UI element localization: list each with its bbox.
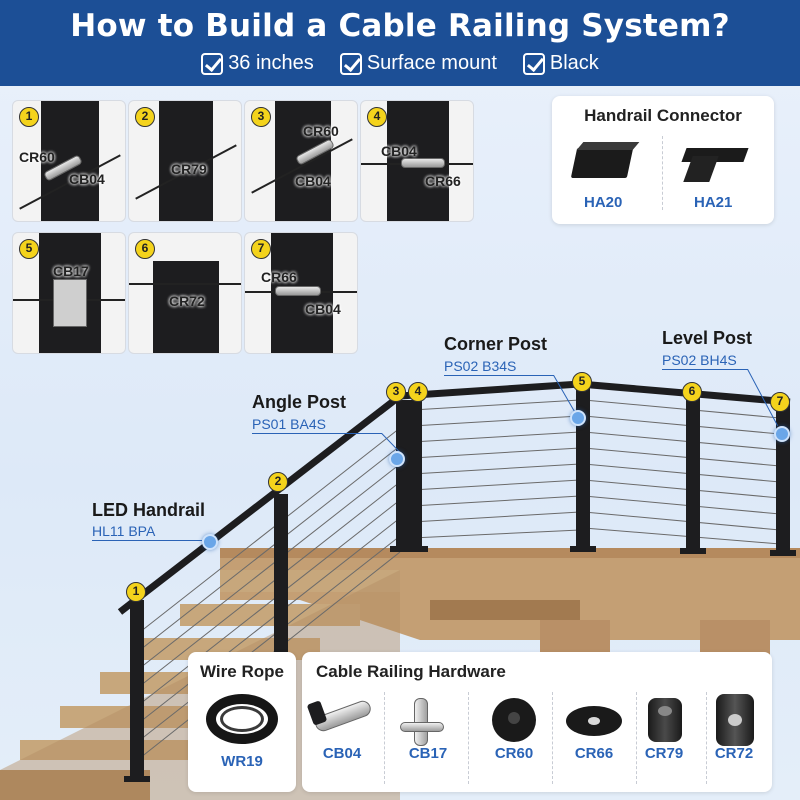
angle-post-title: Angle Post — [252, 392, 347, 412]
post-number-badge: 7 — [770, 392, 790, 412]
part-label: CB04 — [305, 301, 341, 317]
step-number: 2 — [135, 107, 155, 127]
led-handrail-code: HL11 BPA — [92, 523, 156, 539]
corner-post-pin — [570, 410, 586, 426]
step-tile-5: 5 CB17 — [12, 232, 126, 354]
post-number-badge: 3 — [386, 382, 406, 402]
post-number-badge: 2 — [268, 472, 288, 492]
part-label: CR72 — [169, 293, 205, 309]
spec-height: 36 inches — [201, 52, 314, 75]
step-number: 1 — [19, 107, 39, 127]
part-label: CB17 — [53, 263, 89, 279]
hardware-item: CR60 — [478, 688, 550, 788]
spec-mount: Surface mount — [339, 52, 497, 75]
cr79-image — [648, 698, 682, 742]
hardware-item: CR66 — [558, 688, 630, 788]
post-number-badge: 4 — [408, 382, 428, 402]
connector-code: HA21 — [694, 194, 733, 211]
part-label: CR60 — [303, 123, 339, 139]
wire-rope-coil-image — [206, 694, 278, 744]
step-number: 3 — [251, 107, 271, 127]
part-label: CB04 — [295, 173, 331, 189]
post-number-badge: 6 — [682, 382, 702, 402]
hardware-item: CB04 — [306, 688, 378, 788]
angle-post-code: PS01 BA4S — [252, 416, 326, 432]
hardware-item: CB17 — [392, 688, 464, 788]
level-post-title: Level Post — [662, 328, 753, 348]
header-banner: How to Build a Cable Railing System? 36 … — [0, 0, 800, 86]
led-handrail-title: LED Handrail — [92, 500, 206, 520]
step-number: 7 — [251, 239, 271, 259]
check-icon — [339, 52, 362, 75]
part-label: CB04 — [69, 171, 105, 187]
step-tile-4: 4 CB04 CR66 — [360, 100, 474, 222]
step-number: 5 — [19, 239, 39, 259]
handrail-connector-title: Handrail Connector — [584, 106, 742, 125]
angle-post-pin — [389, 451, 405, 467]
step-tile-1: 1 CR60 CB04 — [12, 100, 126, 222]
post-number-badge: 1 — [126, 582, 146, 602]
hardware-item: CR72 — [698, 688, 770, 788]
step-tile-7: 7 CR66 CB04 — [244, 232, 358, 354]
hardware-title: Cable Railing Hardware — [316, 662, 506, 681]
step-tile-3: 3 CR60 CB04 — [244, 100, 358, 222]
post-number-badge: 5 — [572, 372, 592, 392]
part-label: CR66 — [261, 269, 297, 285]
step-tile-6: 6 CR72 — [128, 232, 242, 354]
hardware-panel: Cable Railing Hardware CB04 CB17 CR60 CR… — [302, 652, 772, 792]
part-label: CR79 — [171, 161, 207, 177]
part-label: CR60 — [19, 149, 55, 165]
level-post-pin — [774, 426, 790, 442]
wire-rope-title: Wire Rope — [200, 662, 284, 681]
hardware-item: CR79 — [628, 688, 700, 788]
connector-code: HA20 — [584, 194, 623, 211]
check-icon — [201, 52, 224, 75]
check-icon — [522, 52, 545, 75]
spec-list: 36 inches Surface mount Black — [0, 52, 800, 75]
spec-color: Black — [522, 52, 599, 75]
wire-rope-code: WR19 — [221, 753, 263, 770]
level-post-code: PS02 BH4S — [662, 352, 737, 368]
step-number: 4 — [367, 107, 387, 127]
led-handrail-pin — [202, 534, 218, 550]
corner-post-title: Corner Post — [444, 334, 548, 354]
part-label: CB04 — [381, 143, 417, 159]
corner-post-code: PS02 B34S — [444, 358, 517, 374]
handrail-connector-card: Handrail Connector HA20 HA21 — [552, 96, 774, 224]
page-title: How to Build a Cable Railing System? — [70, 8, 730, 44]
step-number: 6 — [135, 239, 155, 259]
part-label: CR66 — [425, 173, 461, 189]
step-tile-2: 2 CR79 — [128, 100, 242, 222]
wire-rope-panel: Wire Rope WR19 — [188, 652, 296, 792]
